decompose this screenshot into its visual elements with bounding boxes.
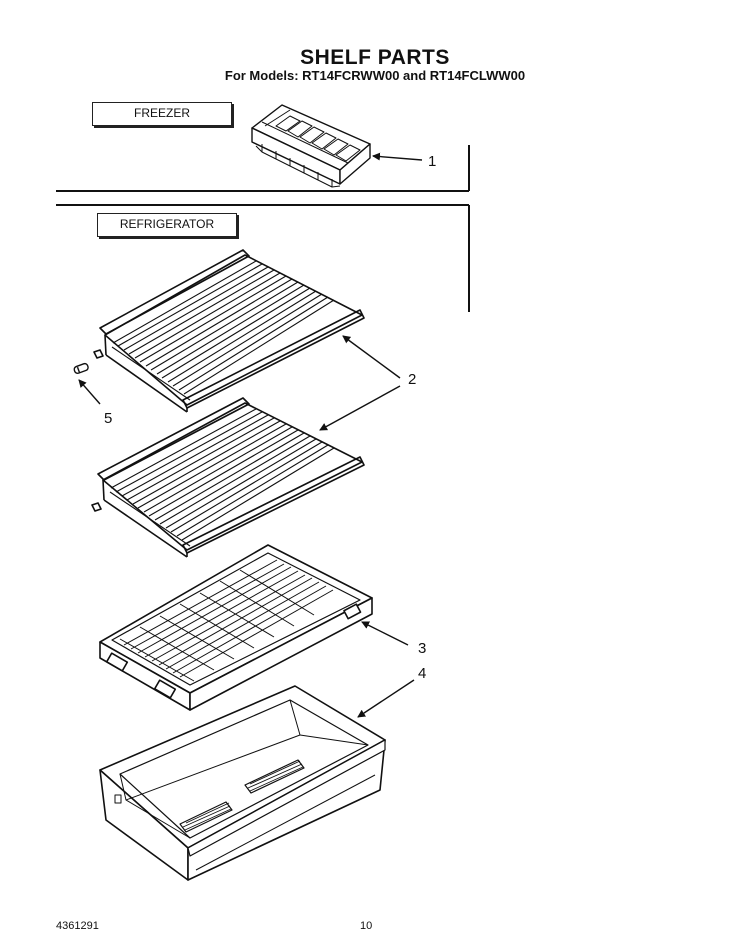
callout-2: 2: [408, 371, 417, 388]
callout-3: 3: [418, 640, 427, 657]
callout-5: 5: [104, 410, 113, 427]
page-title: SHELF PARTS: [300, 46, 450, 69]
ice-cube-tray-illustration: [251, 104, 371, 188]
upper-wire-shelf-illustration: [93, 249, 365, 413]
refrigerator-section-label: REFRIGERATOR: [97, 213, 237, 237]
callout-leaders: [78, 152, 423, 718]
callout-1: 1: [428, 153, 437, 170]
shelf-end-cap-illustration: [73, 362, 89, 375]
crisper-pan-illustration: [99, 685, 386, 881]
models-subtitle: For Models: RT14FCRWW00 and RT14FCLWW00: [224, 68, 526, 83]
refrigerator-divider: [56, 204, 470, 312]
freezer-divider: [56, 145, 470, 192]
document-number: 4361291: [56, 920, 99, 932]
freezer-section-label: FREEZER: [92, 102, 232, 126]
crisper-cover-illustration: [99, 544, 373, 711]
page-number: 10: [360, 920, 373, 932]
lower-wire-shelf-illustration: [91, 397, 365, 558]
callout-4: 4: [418, 665, 427, 682]
